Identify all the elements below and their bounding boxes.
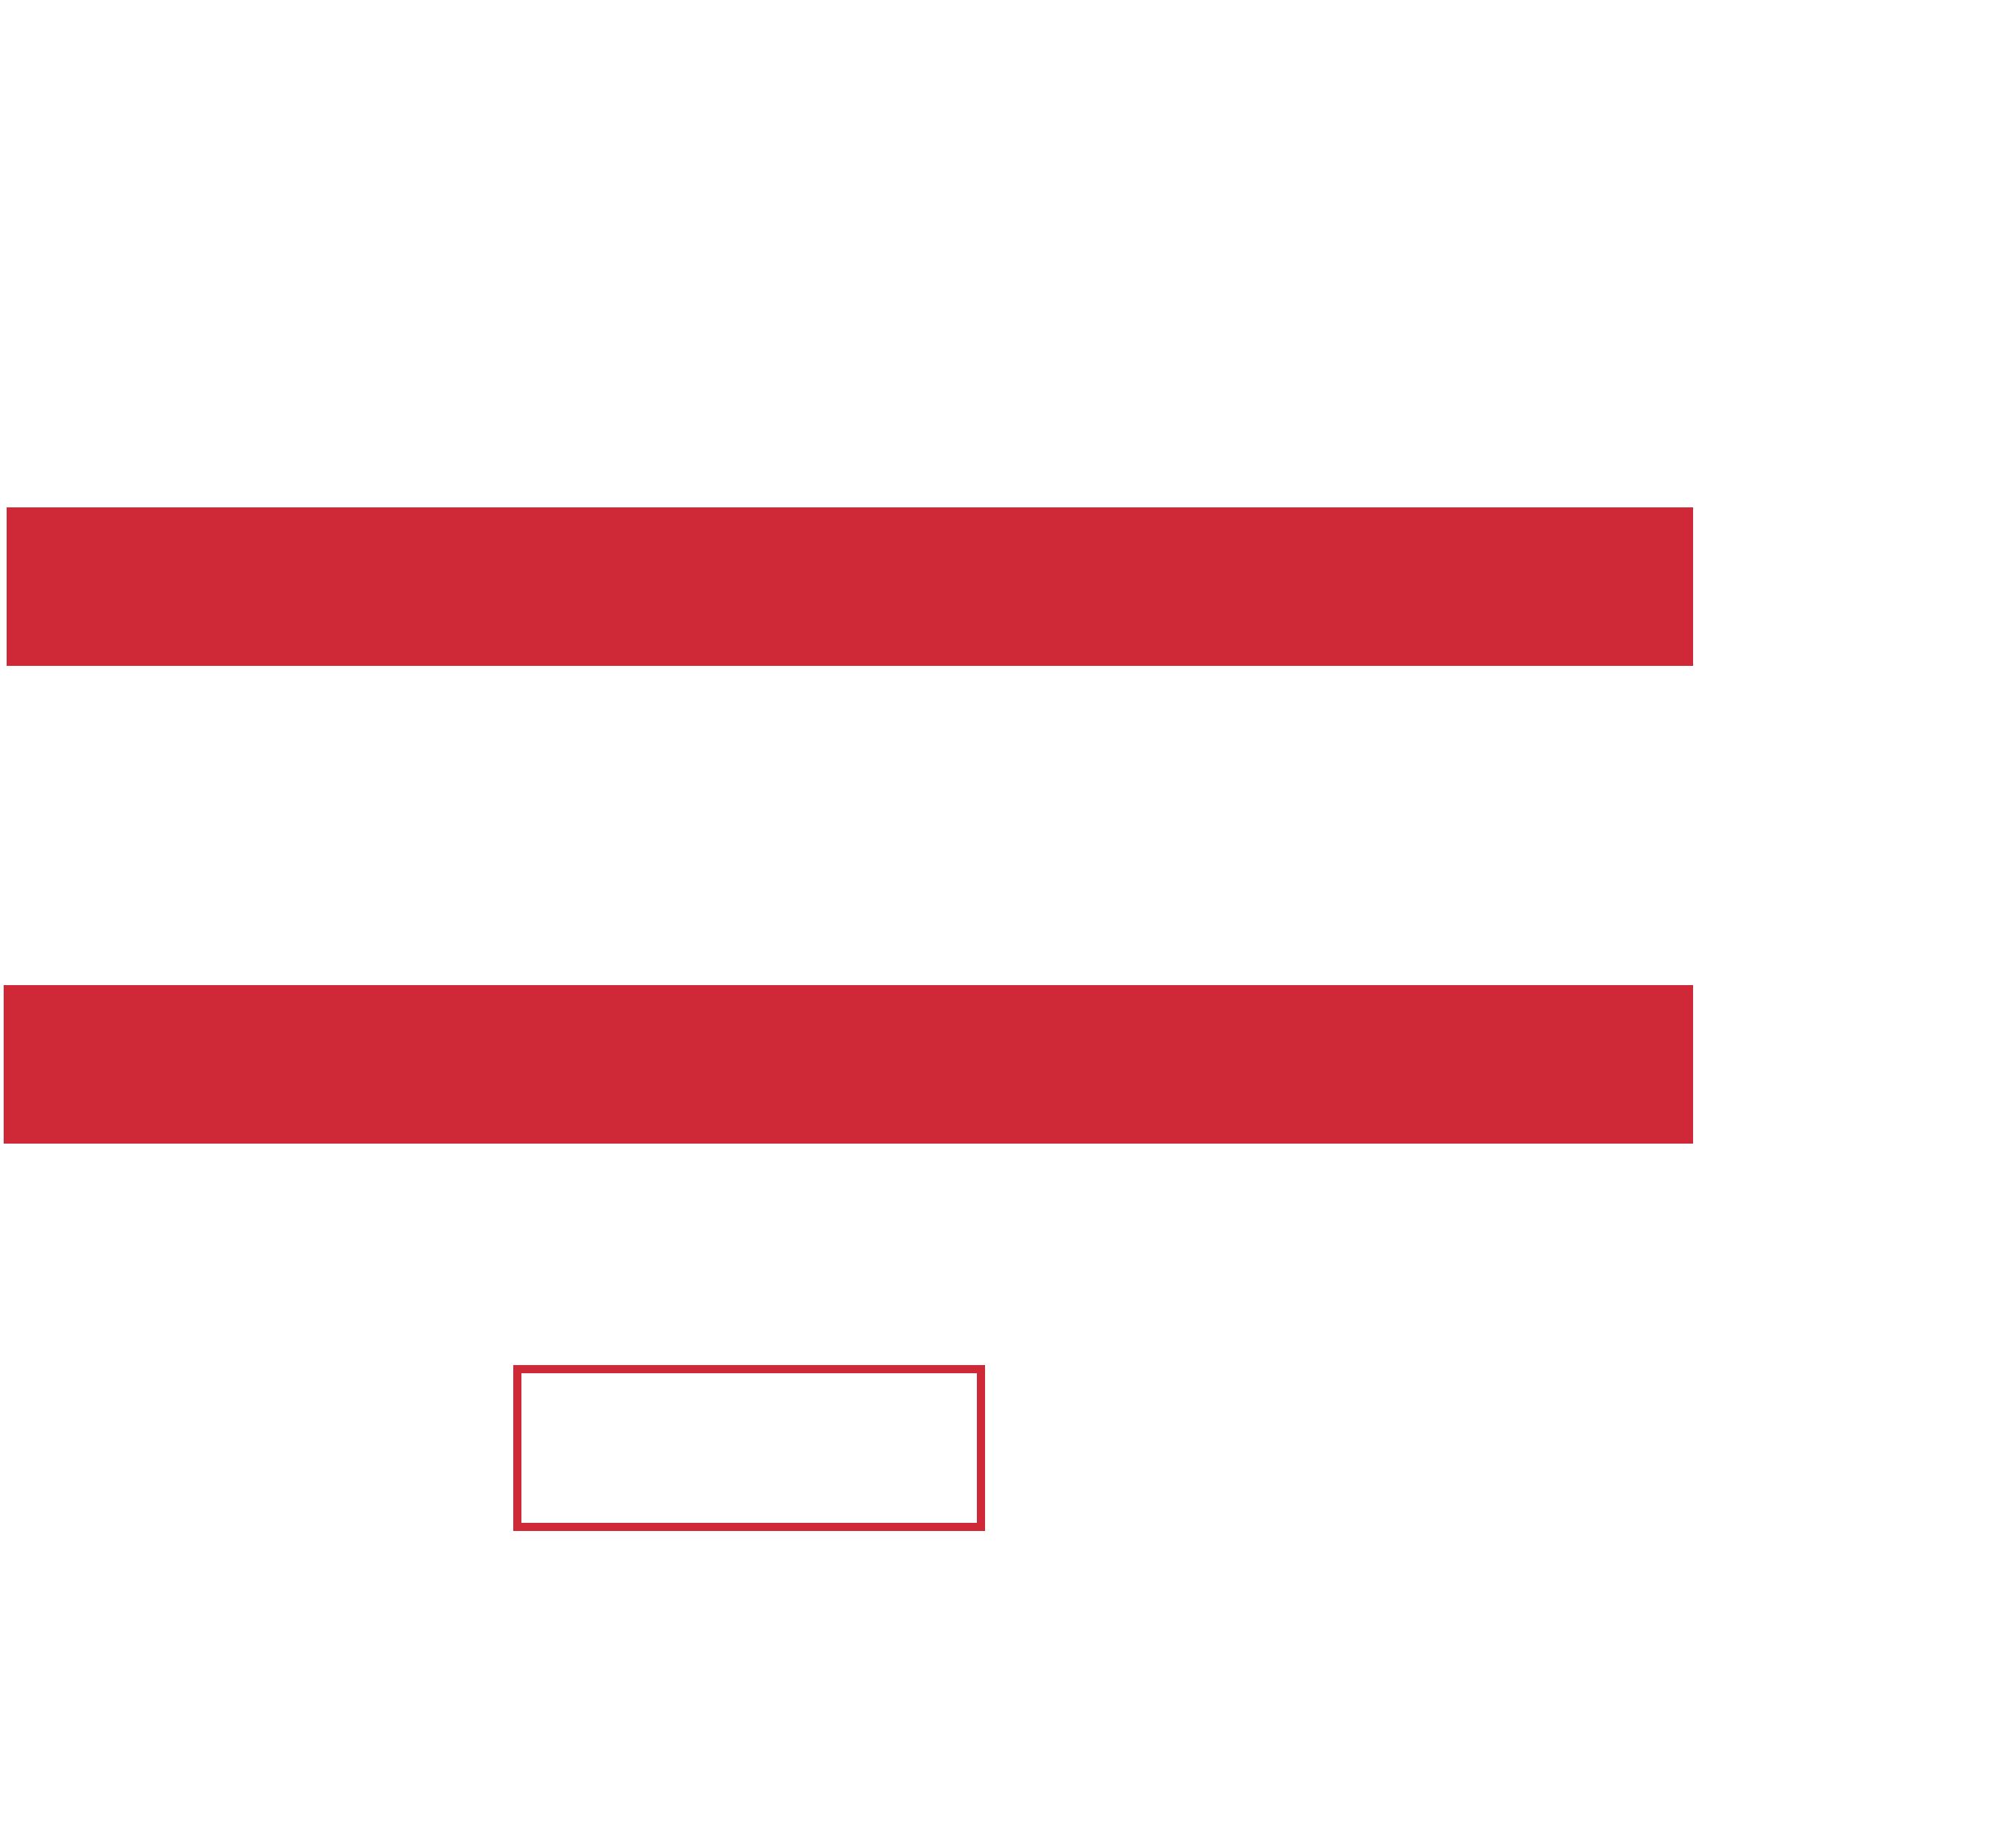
upper-red-bar [7,507,1693,666]
lower-red-bar [4,985,1693,1144]
outlined-red-box [513,1365,985,1531]
